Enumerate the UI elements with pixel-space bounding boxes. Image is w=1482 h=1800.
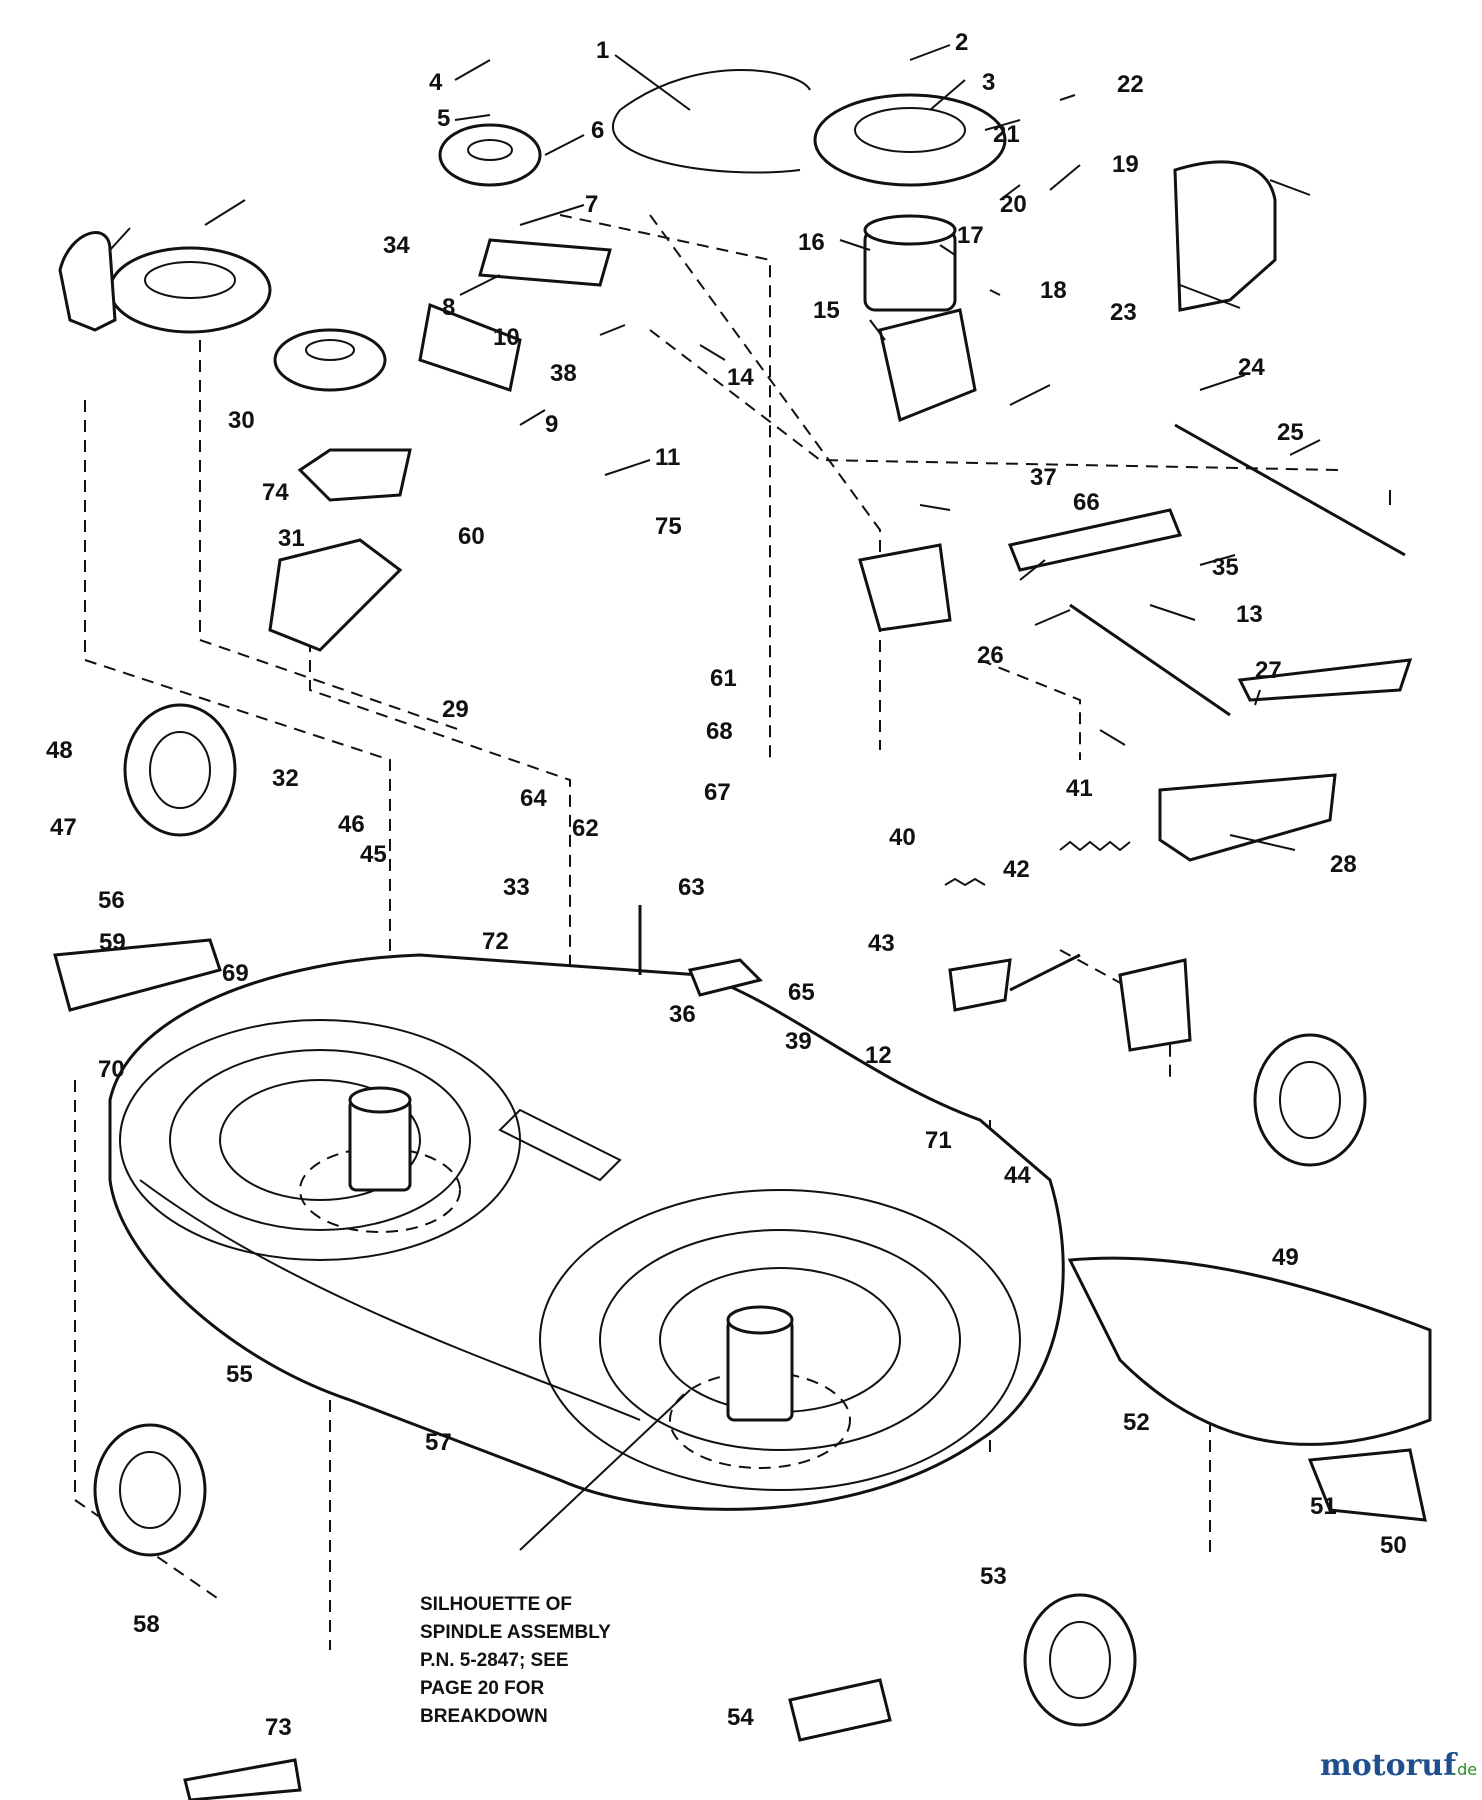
callout-51: 51 [1310, 1493, 1337, 1520]
rods-and-springs [638, 423, 1406, 992]
callout-73: 73 [265, 1714, 292, 1741]
callout-9: 9 [545, 411, 558, 438]
callout-37: 37 [1030, 464, 1057, 491]
mower-deck [108, 953, 1065, 1511]
spindle-silhouettes [299, 1086, 851, 1469]
callout-71: 71 [925, 1127, 952, 1154]
callout-8: 8 [442, 294, 455, 321]
callout-14: 14 [727, 364, 754, 391]
callout-29: 29 [442, 696, 469, 723]
callout-47: 47 [50, 814, 77, 841]
callout-72: 72 [482, 928, 509, 955]
callout-56: 56 [98, 887, 125, 914]
callout-44: 44 [1004, 1162, 1031, 1189]
callout-13: 13 [1236, 601, 1263, 628]
watermark-suffix: .de [1452, 1760, 1477, 1779]
callout-39: 39 [785, 1028, 812, 1055]
note-line-4: PAGE 20 FOR [420, 1678, 545, 1699]
callout-74: 74 [262, 479, 289, 506]
callout-6: 6 [591, 117, 604, 144]
callout-22: 22 [1117, 71, 1144, 98]
brackets-and-shields [53, 160, 1432, 1800]
pulleys [108, 69, 1007, 392]
callout-26: 26 [977, 642, 1004, 669]
callout-43: 43 [868, 930, 895, 957]
callout-48: 48 [46, 737, 73, 764]
spindle-note: SILHOUETTE OF SPINDLE ASSEMBLY P.N. 5-28… [420, 1389, 691, 1727]
callout-16: 16 [798, 229, 825, 256]
callout-30: 30 [228, 407, 255, 434]
callout-41: 41 [1066, 775, 1093, 802]
callout-32: 32 [272, 765, 299, 792]
callout-66: 66 [1073, 489, 1100, 516]
callout-54: 54 [727, 1704, 754, 1731]
callout-38: 38 [550, 360, 577, 387]
note-line-3: P.N. 5-2847; SEE [420, 1650, 569, 1671]
callout-19: 19 [1112, 151, 1139, 178]
callout-10: 10 [493, 324, 520, 351]
callout-57: 57 [425, 1429, 452, 1456]
callout-42: 42 [1003, 856, 1030, 883]
callout-53: 53 [980, 1563, 1007, 1590]
callout-11: 11 [655, 444, 680, 471]
callout-25: 25 [1277, 419, 1304, 446]
callout-69: 69 [222, 960, 249, 987]
callout-12: 12 [865, 1042, 892, 1069]
callout-60: 60 [458, 523, 485, 550]
callout-23: 23 [1110, 299, 1137, 326]
callout-17: 17 [957, 222, 984, 249]
callout-5: 5 [437, 105, 450, 132]
leader-lines [109, 44, 1391, 851]
callout-35: 35 [1212, 554, 1239, 581]
callout-52: 52 [1123, 1409, 1150, 1436]
callout-65: 65 [788, 979, 815, 1006]
callout-15: 15 [813, 297, 840, 324]
callout-31: 31 [278, 525, 305, 552]
watermark-text: motoruf [1320, 1748, 1458, 1783]
callout-50: 50 [1380, 1532, 1407, 1559]
callout-27: 27 [1255, 657, 1282, 684]
note-line-2: SPINDLE ASSEMBLY [420, 1622, 611, 1643]
callout-18: 18 [1040, 277, 1067, 304]
gauge-wheels [93, 703, 1367, 1727]
callout-28: 28 [1330, 851, 1357, 878]
callout-55: 55 [226, 1361, 253, 1388]
callout-labels: 1 2 3 4 5 6 7 8 9 10 11 12 13 14 15 16 1… [46, 29, 1407, 1741]
note-line-1: SILHOUETTE OF [420, 1594, 572, 1615]
callout-1: 1 [596, 37, 609, 64]
note-line-5: BREAKDOWN [420, 1706, 548, 1727]
callout-34: 34 [383, 232, 410, 259]
callout-61: 61 [710, 665, 737, 692]
callout-75: 75 [655, 513, 682, 540]
callout-45: 45 [360, 841, 387, 868]
callout-68: 68 [706, 718, 733, 745]
callout-40: 40 [889, 824, 916, 851]
callout-59: 59 [99, 929, 126, 956]
callout-21: 21 [993, 121, 1020, 148]
callout-63: 63 [678, 874, 705, 901]
callout-3: 3 [982, 69, 995, 96]
callout-64: 64 [520, 785, 547, 812]
callout-4: 4 [429, 69, 443, 96]
watermark: motoruf .de [1320, 1748, 1477, 1783]
callout-70: 70 [98, 1056, 125, 1083]
callout-20: 20 [1000, 191, 1027, 218]
callout-46: 46 [338, 811, 365, 838]
callout-58: 58 [133, 1611, 160, 1638]
callout-36: 36 [669, 1001, 696, 1028]
callout-2: 2 [955, 29, 968, 56]
callout-24: 24 [1238, 354, 1265, 381]
callout-62: 62 [572, 815, 599, 842]
callout-33: 33 [503, 874, 530, 901]
callout-49: 49 [1272, 1244, 1299, 1271]
callout-67: 67 [704, 779, 731, 806]
callout-7: 7 [585, 191, 598, 218]
